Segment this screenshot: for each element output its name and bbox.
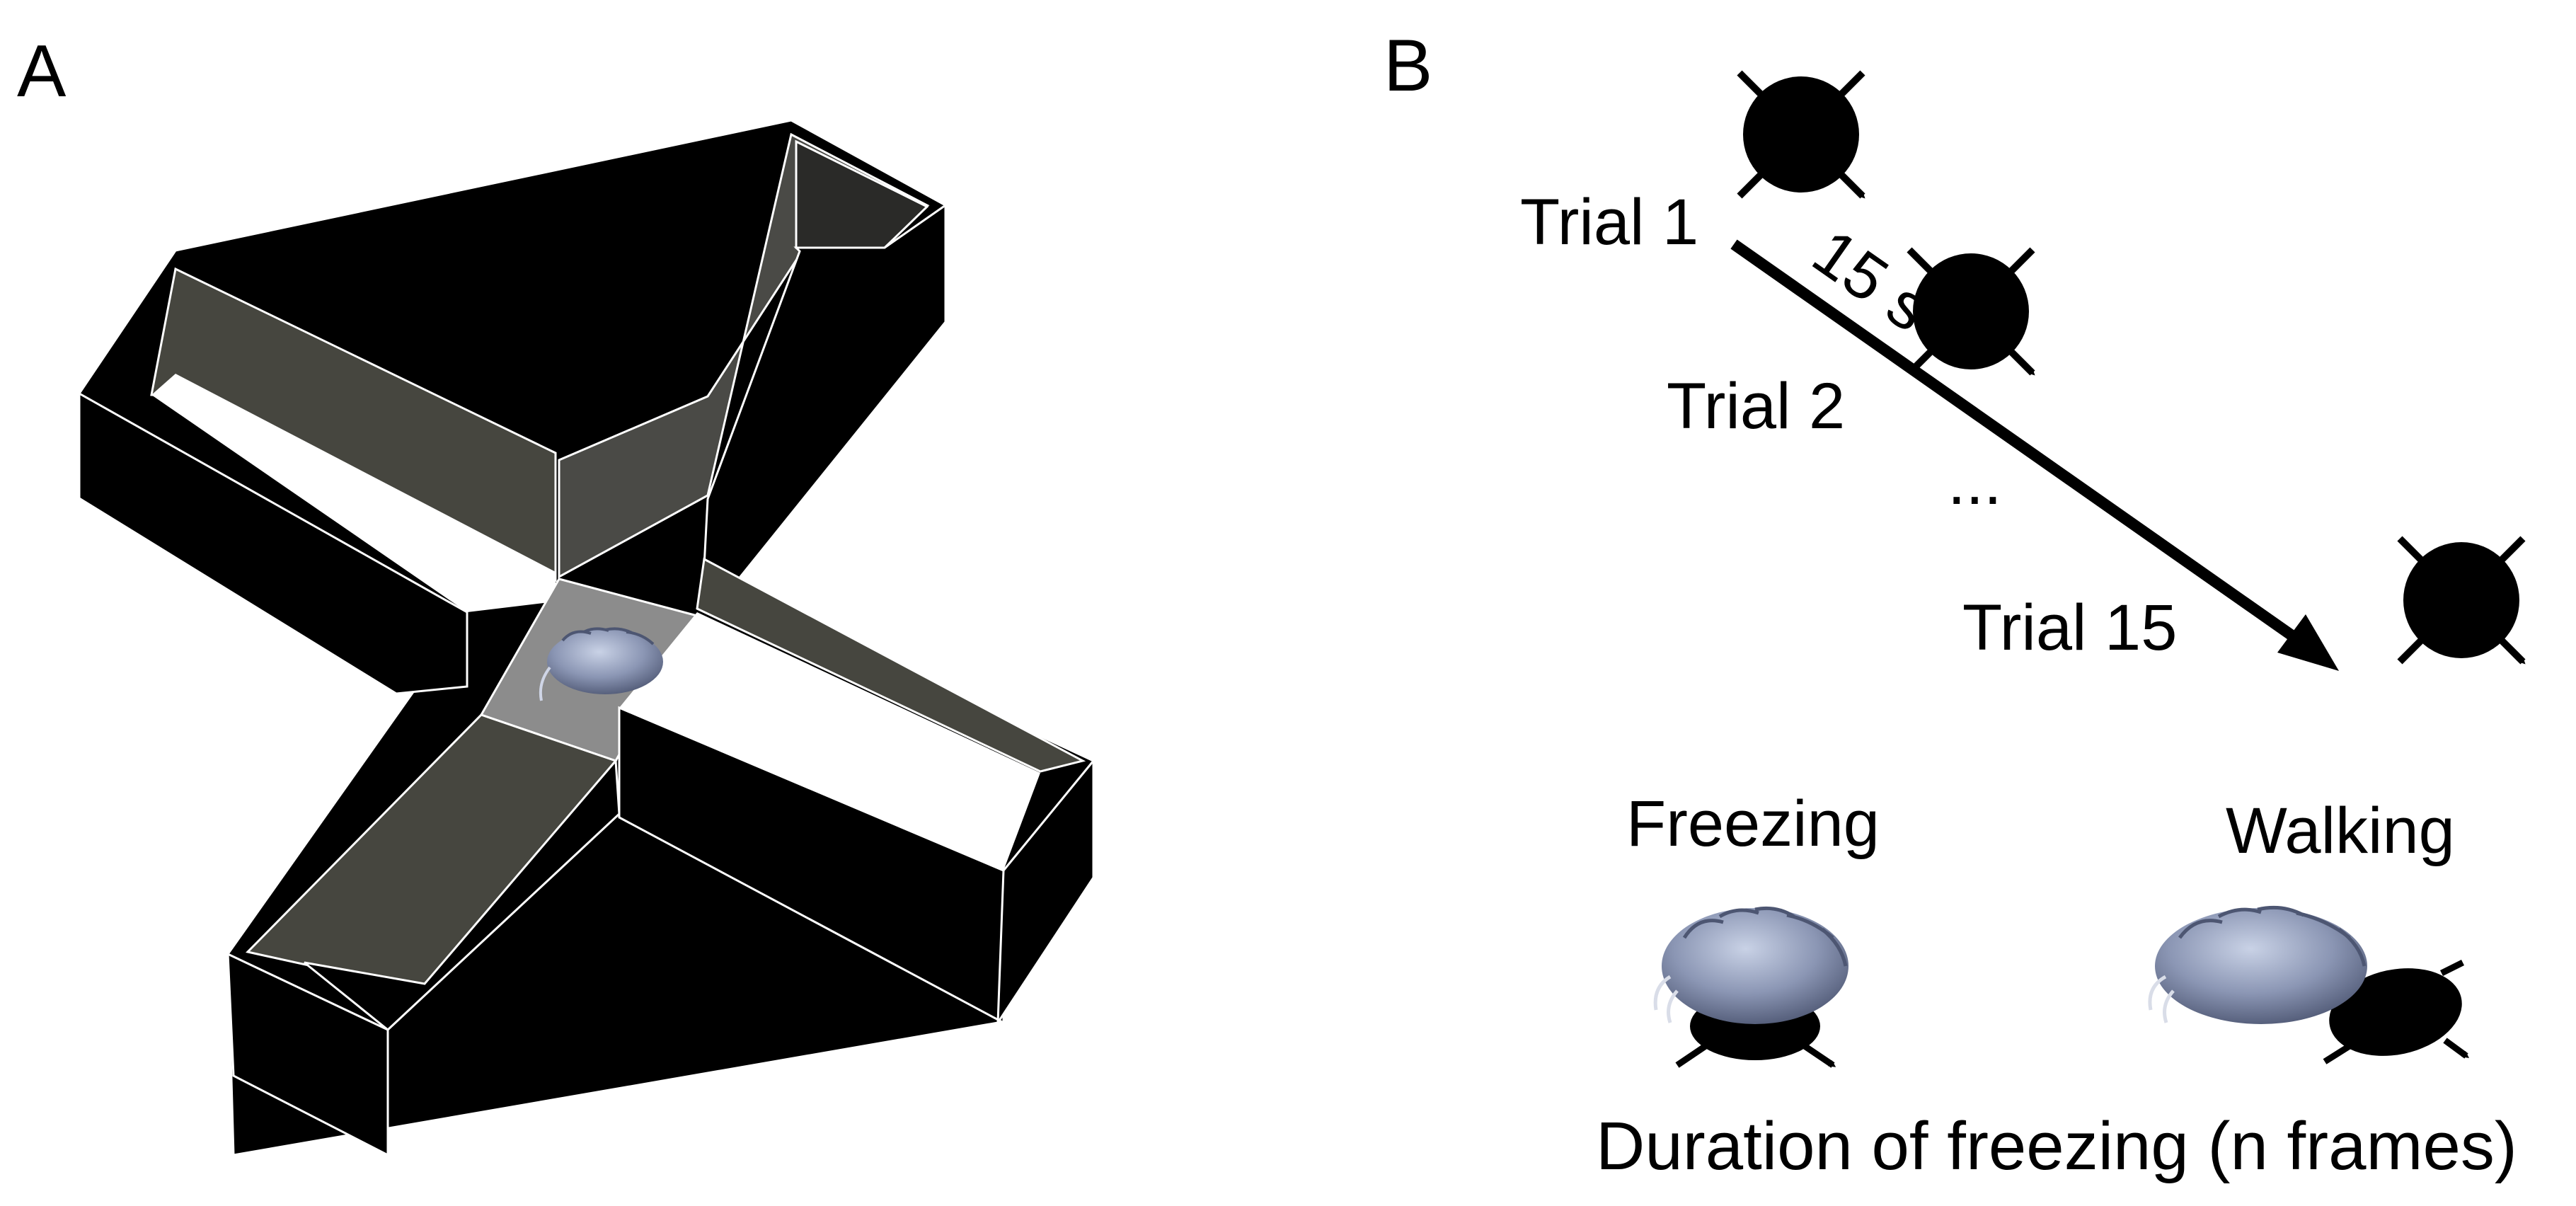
freezing-isopod (1653, 906, 1848, 1024)
trial-label-15: Trial 15 (1962, 592, 2177, 664)
walking-isopod (2148, 905, 2367, 1024)
stimulus-circle-3 (2397, 536, 2523, 662)
stimulus-circle-1 (1737, 70, 1863, 196)
maze-left-arm-front (78, 391, 468, 695)
freezing-label: Freezing (1626, 788, 1880, 860)
stimulus-circle-2 (1907, 247, 2032, 373)
trial-label-1: Trial 1 (1520, 186, 1698, 258)
maze-bottom-arm-floor (304, 758, 621, 1031)
walking-label: Walking (2226, 795, 2455, 867)
panel-b-letter: B (1384, 25, 1432, 107)
cross-maze (78, 119, 1095, 1157)
maze-right-arm-end (996, 757, 1095, 1027)
maze-right-arm-wall (696, 557, 1086, 773)
maze-right-arm-floor (619, 612, 1040, 871)
maze-right-arm-front (618, 706, 1005, 1025)
panel-a-letter: A (17, 30, 67, 113)
walking-spot (2329, 968, 2462, 1056)
timeline-arrow (1730, 239, 2339, 671)
isopod-center (539, 627, 663, 701)
trial-ellipsis: ... (1948, 446, 2002, 518)
maze-bottom-arm-front (226, 952, 389, 1157)
freezing-duration-caption: Duration of freezing (n frames) (1596, 1108, 2517, 1184)
maze-left-arm-floor (151, 374, 556, 612)
freezing-illustration (1653, 906, 1848, 1065)
panel-a: A (17, 30, 1095, 1157)
trial-label-2: Trial 2 (1667, 370, 1845, 442)
walking-illustration (2148, 905, 2470, 1064)
panel-b: B Trial 1 Trial 2 ... Trial 15 15 s Free… (1384, 25, 2523, 1184)
